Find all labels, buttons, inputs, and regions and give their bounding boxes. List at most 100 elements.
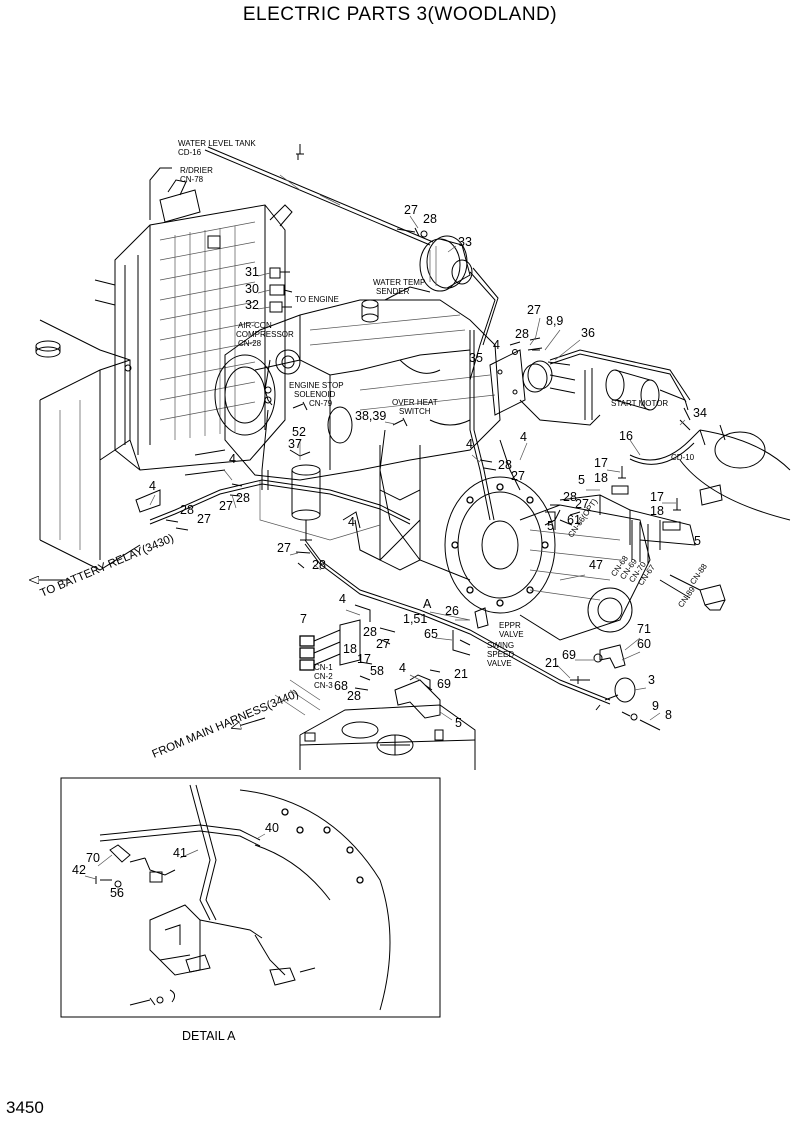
callout-number: 28 <box>515 327 529 341</box>
callout-number: 26 <box>445 604 459 618</box>
component-label: CN-1 <box>314 663 333 672</box>
callout-number: 42 <box>72 863 86 877</box>
callout-number: 4 <box>339 592 346 606</box>
alternator <box>396 227 499 381</box>
component-label: WATER LEVEL TANK <box>178 139 256 148</box>
callout-number: 61 <box>567 513 581 527</box>
callout-number: 17 <box>650 490 664 504</box>
detail-a-label: DETAIL A <box>182 1029 236 1043</box>
callout-number: 17 <box>357 652 371 666</box>
callout-number: 4 <box>466 437 473 451</box>
detail-a <box>60 777 441 1018</box>
callout-number: 21 <box>545 656 559 670</box>
callout-number: 41 <box>173 846 187 860</box>
aircon-compressor <box>261 349 301 471</box>
callout-number: 21 <box>454 667 468 681</box>
valve-sensors <box>452 607 489 656</box>
main-harness-label: FROM MAIN HARNESS(3440) <box>150 688 300 761</box>
callout-number: 8 <box>665 708 672 722</box>
callout-number: 28 <box>312 558 326 572</box>
callout-number: 18 <box>650 504 664 518</box>
hydraulic-tank <box>35 319 141 571</box>
component-label: SENDER <box>376 287 410 296</box>
water-temp-sender <box>361 286 431 323</box>
component-label: CD-10 <box>671 453 695 462</box>
over-heat-switch <box>379 417 471 581</box>
callout-number: 4 <box>229 452 236 466</box>
callout-number: 28 <box>563 490 577 504</box>
engine-flywheel-housing <box>679 424 791 521</box>
component-label: COMPRESSOR <box>236 330 294 339</box>
callout-number: 69 <box>437 677 451 691</box>
leader-lines <box>149 215 686 721</box>
component-label: SPEED <box>487 650 514 659</box>
r-drier <box>149 167 201 223</box>
connector-label: CN-88 <box>688 562 709 587</box>
callout-number: 56 <box>110 886 124 900</box>
component-label: TO ENGINE <box>295 295 339 304</box>
radiator <box>94 204 293 471</box>
callout-number: 27 <box>376 637 390 651</box>
callout-number: 9 <box>652 699 659 713</box>
callout-number: 33 <box>458 235 472 249</box>
callout-number: 27 <box>527 303 541 317</box>
callout-number: 35 <box>469 351 483 365</box>
callout-number: 27 <box>219 499 233 513</box>
sensor-fittings <box>269 267 293 313</box>
connector-block <box>274 604 371 716</box>
water-level-tank-wire <box>204 144 434 246</box>
component-label: CN-2 <box>314 672 333 681</box>
start-motor <box>605 369 691 431</box>
component-label: SWITCH <box>399 407 431 416</box>
relay-plate <box>489 341 601 426</box>
callout-number: 28 <box>180 503 194 517</box>
main-harness-arrow: FROM MAIN HARNESS(3440) <box>150 688 300 761</box>
callout-number: 52 <box>292 425 306 439</box>
component-label: SOLENOID <box>294 390 336 399</box>
engine <box>184 299 501 571</box>
callout-number: 27 <box>511 469 525 483</box>
engine-stop-solenoid <box>289 401 321 541</box>
component-label: CN-78 <box>180 175 204 184</box>
callout-number: 4 <box>493 338 500 352</box>
callout-number: 60 <box>637 637 651 651</box>
callout-number: 28 <box>498 458 512 472</box>
page-title: ELECTRIC PARTS 3(WOODLAND) <box>242 4 558 25</box>
component-label: EPPR <box>499 621 521 630</box>
callout-number: 5 <box>547 519 554 533</box>
callout-number: 16 <box>619 429 633 443</box>
callout-number: 18 <box>594 471 608 485</box>
callout-number: 38,39 <box>355 409 386 423</box>
callout-number: 5 <box>578 473 585 487</box>
callout-number: 31 <box>245 265 259 279</box>
callout-number: A <box>423 597 432 611</box>
component-label: WATER TEMP <box>373 278 425 287</box>
component-label: CD-16 <box>178 148 202 157</box>
callout-number: 65 <box>424 627 438 641</box>
callout-number: 27 <box>404 203 418 217</box>
callout-number: 70 <box>86 851 100 865</box>
component-label: OVER HEAT <box>392 398 438 407</box>
callout-number: 30 <box>245 282 259 296</box>
callout-number: 37 <box>288 437 302 451</box>
battery-cable <box>629 429 701 465</box>
callout-number: 1,51 <box>403 612 427 626</box>
callout-number: 71 <box>637 622 651 636</box>
callout-number: 27 <box>277 541 291 555</box>
callout-number: 28 <box>363 625 377 639</box>
component-label: SWING <box>487 641 514 650</box>
component-label: CN-3 <box>314 681 333 690</box>
component-label: R/DRIER <box>180 166 213 175</box>
callout-number: 4 <box>149 479 156 493</box>
bracket-and-switch <box>570 644 661 731</box>
lower-bracket <box>394 674 441 719</box>
callout-number: 58 <box>370 664 384 678</box>
component-label: ENGINE STOP <box>289 381 344 390</box>
component-label: AIR-CON <box>238 321 272 330</box>
callout-number: 4 <box>348 515 355 529</box>
component-label: VALVE <box>499 630 524 639</box>
fasteners <box>135 337 681 691</box>
callout-number: 28 <box>236 491 250 505</box>
